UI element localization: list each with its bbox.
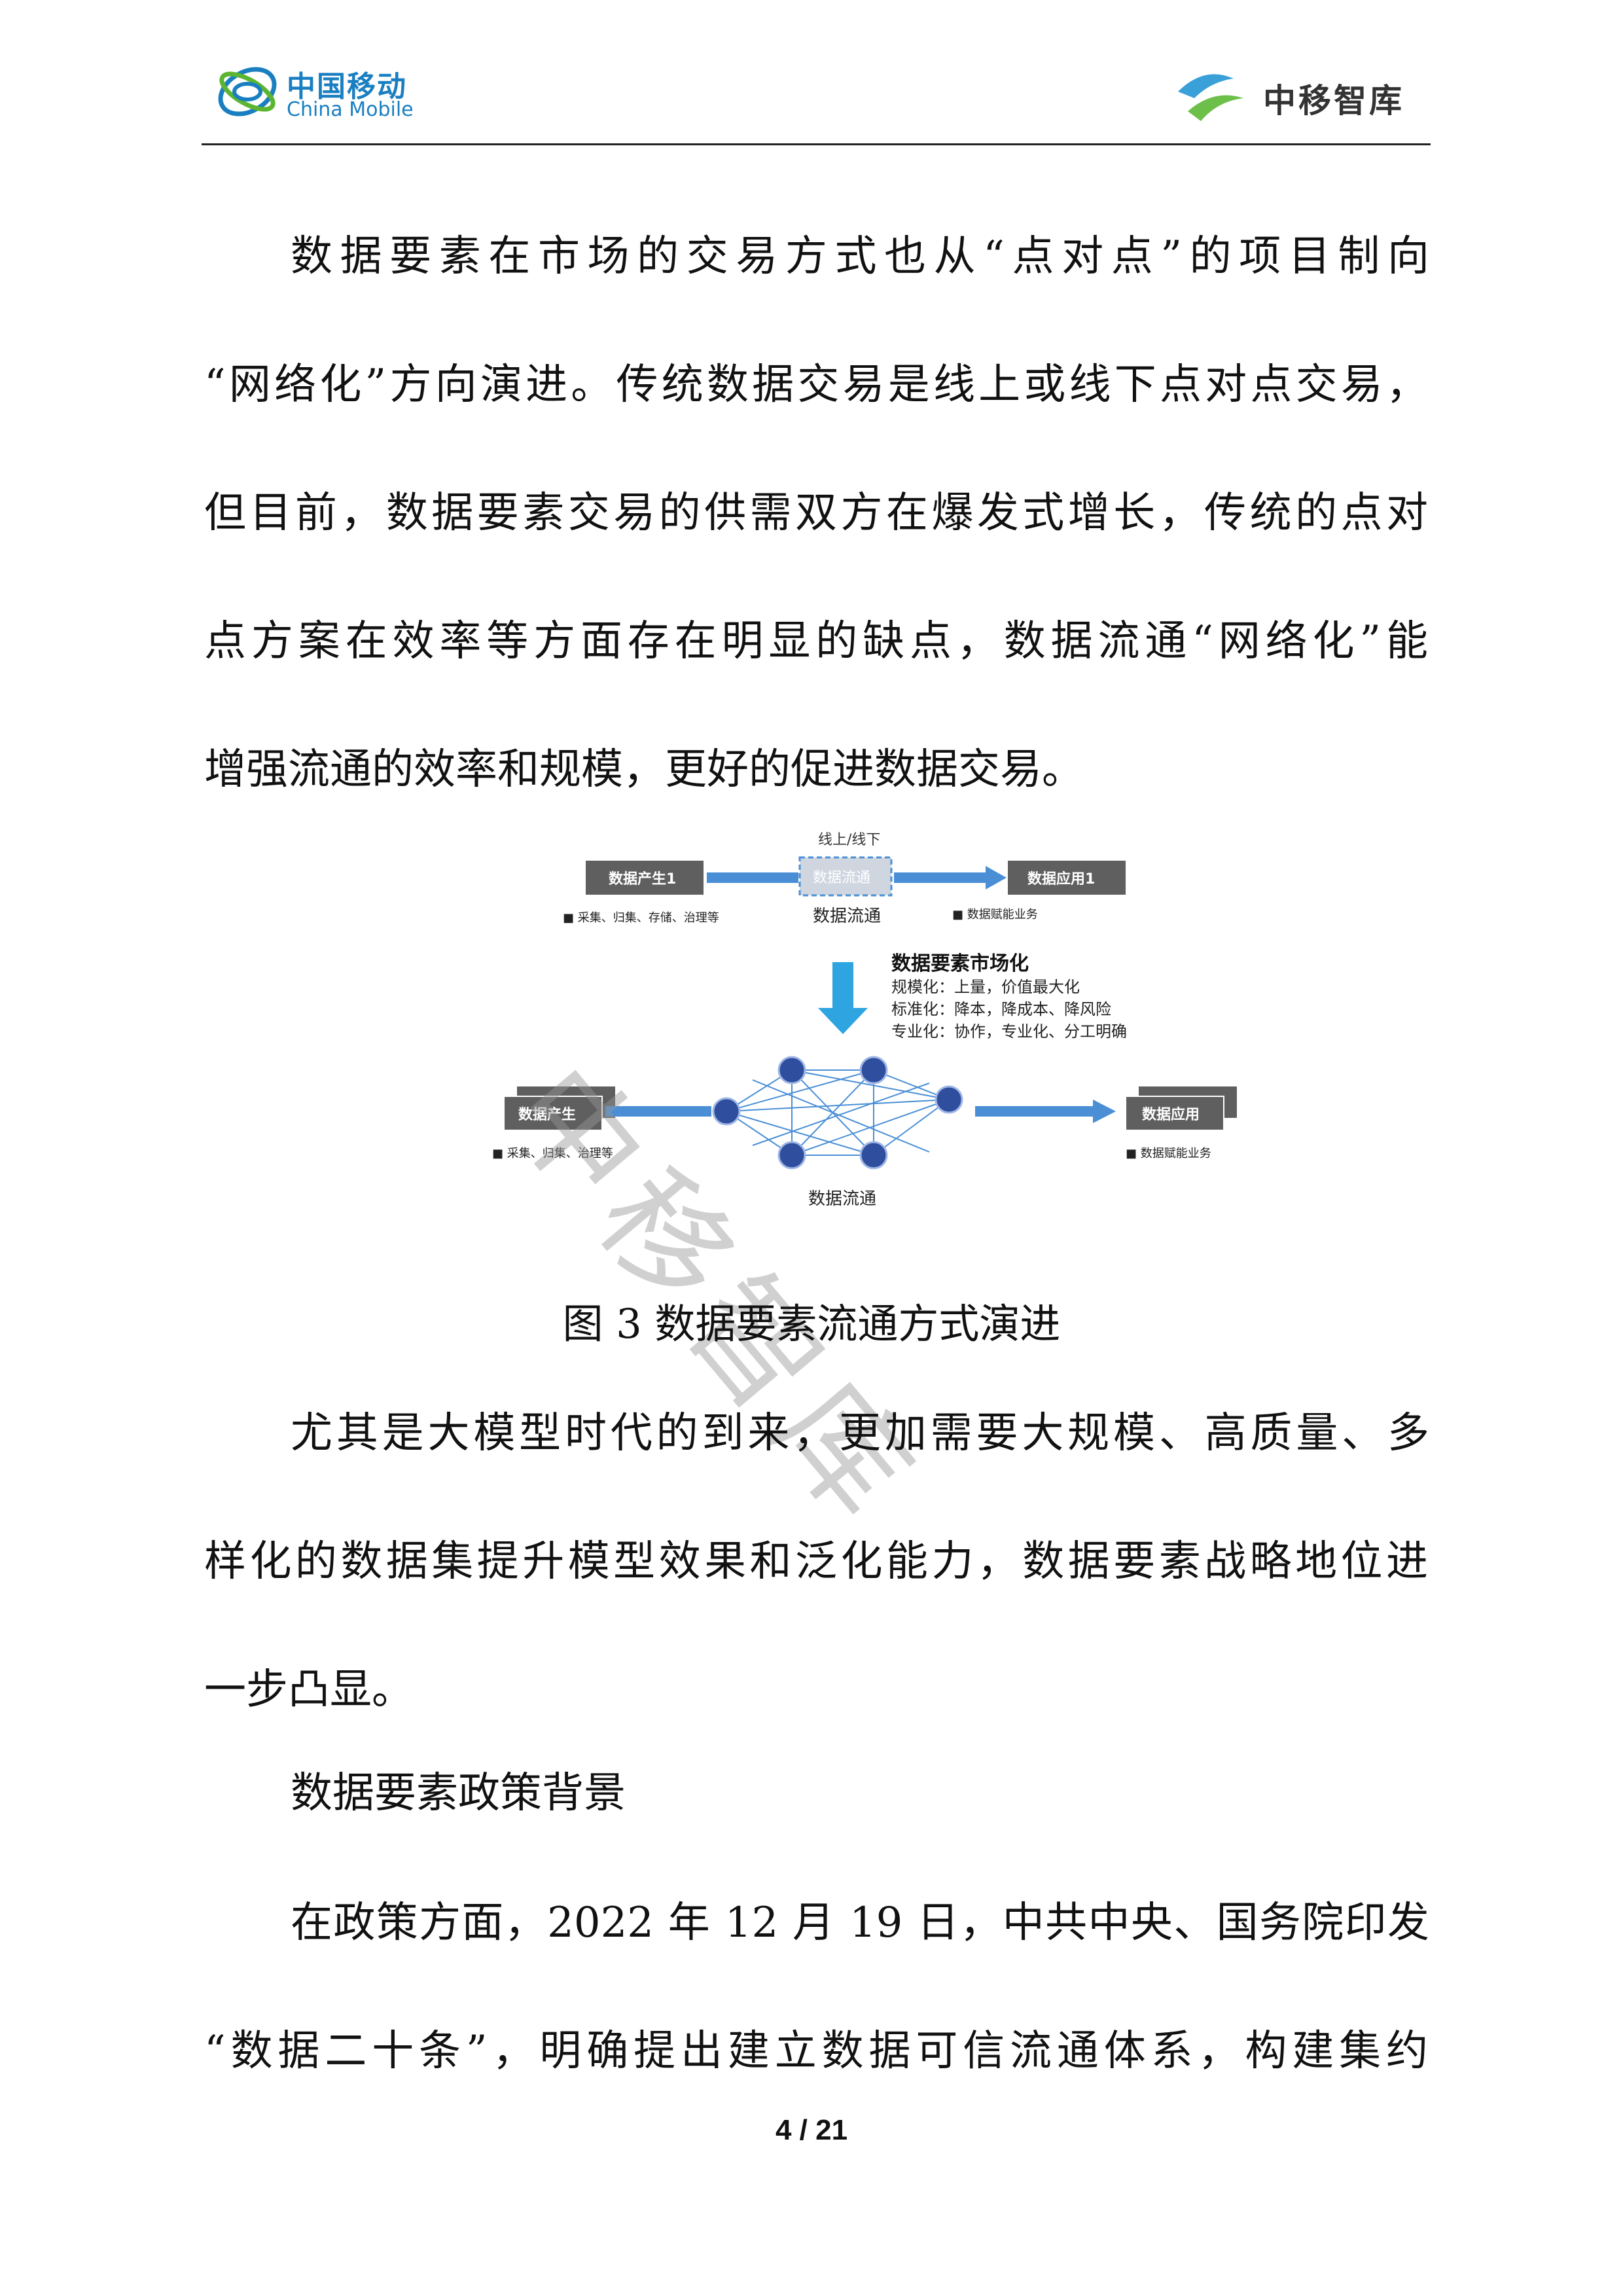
router-node-icon xyxy=(859,1056,888,1085)
body-line: “数据二十条”，明确提出建立数据可信流通体系，构建集约 xyxy=(204,2027,1428,2075)
down-arrow-shaft xyxy=(832,962,853,1008)
box-producer-1-label: 数据产生1 xyxy=(609,870,676,888)
body-line: 尤其是大模型时代的到来，更加需要大规模、高质量、多 xyxy=(291,1409,1429,1458)
zhongyi-think-tank-logo: 中移智库 xyxy=(1171,59,1433,131)
market-line-3: 专业化：协作，专业化、分工明确 xyxy=(891,1022,1127,1041)
china-mobile-emblem-icon xyxy=(218,67,277,117)
top-flow-label: 数据流通 xyxy=(813,906,881,926)
arrow-top-left xyxy=(707,872,798,883)
body-line: 数据要素在市场的交易方式也从“点对点”的项目制向 xyxy=(291,232,1429,281)
mesh-network xyxy=(726,1069,950,1156)
top-producer-note: ■ 采集、归集、存储、治理等 xyxy=(563,911,719,925)
body-line: 点方案在效率等方面存在明显的缺点，数据流通“网络化”能 xyxy=(204,617,1428,666)
header-divider xyxy=(202,143,1431,145)
body-line: 但目前，数据要素交易的供需双方在爆发式增长，传统的点对 xyxy=(204,489,1428,537)
box-app-1-label: 数据应用1 xyxy=(1027,870,1095,888)
down-arrow-head xyxy=(818,1008,868,1034)
bottom-flow-label: 数据流通 xyxy=(808,1189,876,1209)
china-mobile-logo-en: China Mobile xyxy=(287,98,414,121)
mesh-nodes xyxy=(712,1056,963,1170)
body-line: 样化的数据集提升模型效果和泛化能力，数据要素战略地位进 xyxy=(204,1537,1428,1586)
zhongyi-logo-text: 中移智库 xyxy=(1263,82,1404,120)
section-heading: 数据要素政策背景 xyxy=(291,1769,626,1818)
market-title: 数据要素市场化 xyxy=(891,952,1029,975)
market-line-1: 规模化：上量，价值最大化 xyxy=(891,978,1080,996)
figure-data-flow-evolution: 线上/线下 数据产生1 数据流通 数据应用1 数据流通 ■ 采集、归集、存储、治… xyxy=(478,825,1250,1230)
router-node-icon xyxy=(859,1141,888,1170)
box-producer-1 xyxy=(586,861,704,895)
body-line: 增强流通的效率和规模，更好的促进数据交易。 xyxy=(204,745,1084,794)
market-line-2: 标准化：降本，降成本、降风险 xyxy=(891,1000,1111,1018)
router-node-icon xyxy=(777,1141,806,1170)
label-online-offline: 线上/线下 xyxy=(818,832,880,848)
top-app-note: ■ 数据赋能业务 xyxy=(952,908,1038,922)
page-number: 4 / 21 xyxy=(775,2114,848,2146)
arrow-bottom-left xyxy=(605,1106,711,1117)
china-mobile-logo: 中国移动 China Mobile xyxy=(215,59,431,131)
box-producer-bottom xyxy=(503,1096,603,1131)
body-line: 一步凸显。 xyxy=(204,1666,414,1714)
china-mobile-logo-zh: 中国移动 xyxy=(287,70,407,103)
box-flow-label: 数据流通 xyxy=(813,870,870,886)
box-app-bottom-label: 数据应用 xyxy=(1142,1106,1200,1123)
router-node-icon xyxy=(712,1097,741,1126)
box-app-bottom xyxy=(1125,1096,1224,1131)
zhongyi-emblem-icon xyxy=(1178,74,1243,121)
body-line: “网络化”方向演进。传统数据交易是线上或线下点对点交易， xyxy=(204,361,1428,409)
body-line: 在政策方面，2022 年 12 月 19 日，中共中央、国务院印发 xyxy=(291,1899,1429,1947)
bottom-producer-note: ■ 采集、归集、治理等 xyxy=(492,1147,613,1160)
box-app-1 xyxy=(1008,861,1126,895)
router-node-icon xyxy=(935,1085,963,1114)
figure-caption: 图 3 数据要素流通方式演进 xyxy=(562,1300,1061,1348)
router-node-icon xyxy=(777,1056,806,1085)
bottom-app-note: ■ 数据赋能业务 xyxy=(1126,1147,1211,1160)
box-producer-bottom-label: 数据产生 xyxy=(518,1106,576,1123)
box-flow-dashed xyxy=(798,856,893,897)
arrow-bottom-right xyxy=(975,1106,1093,1117)
arrow-top-right xyxy=(894,872,986,883)
